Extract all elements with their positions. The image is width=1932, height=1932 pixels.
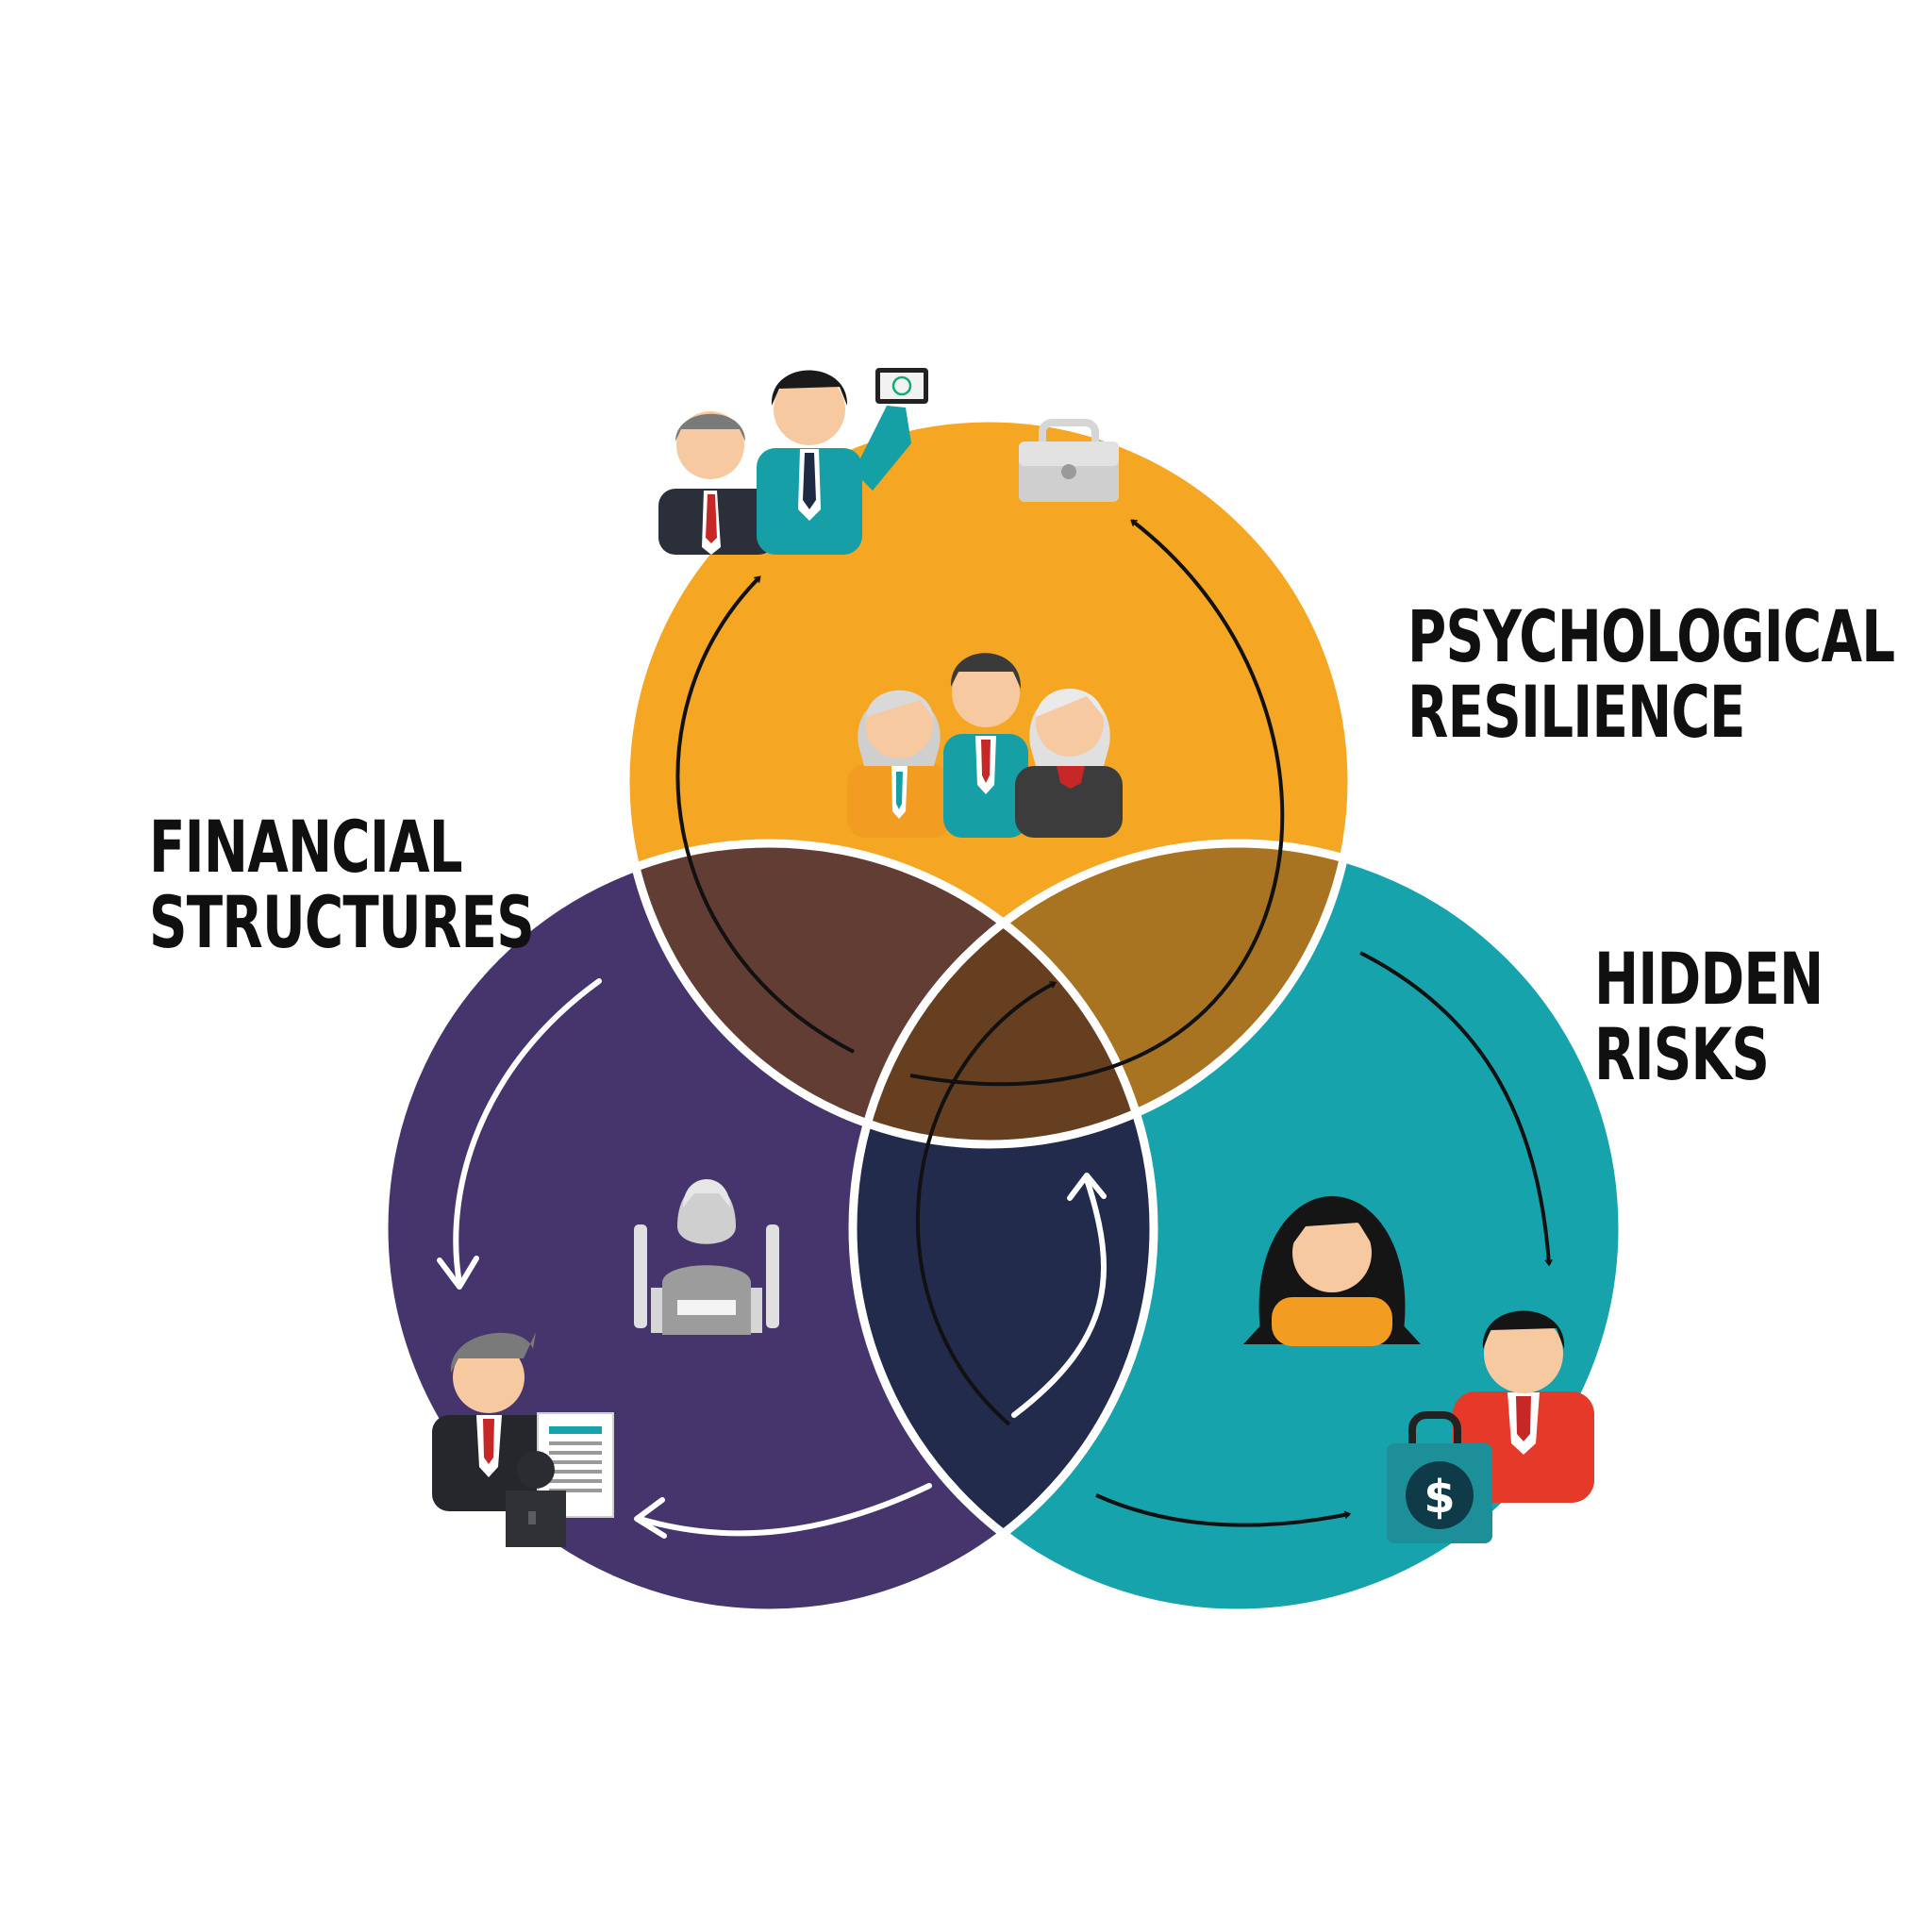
label-line: STRUCTURES — [149, 880, 535, 964]
flow-arrow-top-right-up — [909, 519, 1285, 1087]
outline-right — [848, 839, 1627, 1618]
label-line: PSYCHOLOGICAL — [1407, 594, 1895, 678]
family-group-icon — [847, 653, 1123, 838]
outline-top — [621, 413, 1357, 1149]
woman-avatar-icon — [1243, 1196, 1421, 1346]
flow-arrow-left-down-head — [437, 1256, 479, 1290]
label-psychological-resilience: PSYCHOLOGICAL RESILIENCE — [1407, 594, 1895, 754]
overlap-top-left — [625, 843, 1154, 1144]
overlap-top-right — [853, 843, 1352, 1144]
label-line: RISKS — [1594, 1012, 1770, 1096]
robot-icon — [634, 1179, 779, 1335]
flow-arrow-center-light — [1011, 1176, 1108, 1418]
flow-arrow-center-up — [916, 981, 1058, 1426]
svg-text:$: $ — [1424, 1471, 1455, 1524]
flow-arrow-right-bottom — [1095, 1493, 1352, 1527]
flow-arrow-left-bottom — [637, 1483, 932, 1537]
flow-arrow-center-light-head — [1067, 1173, 1107, 1201]
label-line: FINANCIAL — [149, 805, 463, 889]
flow-arrow-top-left-up — [675, 575, 855, 1054]
businessman-with-document-icon — [432, 1332, 614, 1547]
two-businessmen-icon — [658, 368, 928, 555]
label-hidden-risks: HIDDEN RISKS — [1594, 937, 1824, 1096]
man-with-money-bag-icon: $ — [1387, 1310, 1594, 1543]
label-line: RESILIENCE — [1407, 670, 1745, 754]
flow-arrow-right-down — [1359, 951, 1553, 1267]
label-line: HIDDEN — [1594, 937, 1824, 1021]
flow-arrow-left-down — [453, 978, 602, 1286]
outline-left — [379, 839, 1158, 1618]
label-financial-structures: FINANCIAL STRUCTURES — [149, 805, 535, 964]
flow-arrow-left-bottom-head — [634, 1497, 667, 1539]
briefcase-icon — [1019, 419, 1119, 502]
